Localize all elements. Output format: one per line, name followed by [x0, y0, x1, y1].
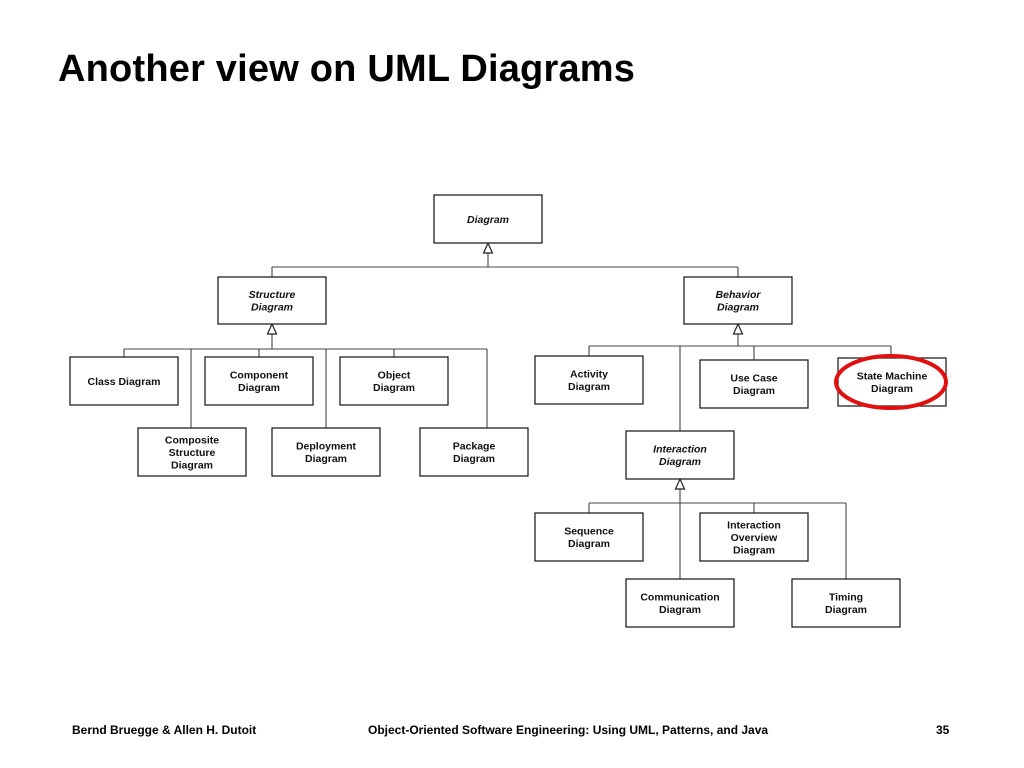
node-box-diagram	[433, 194, 543, 244]
node-box-communication	[625, 578, 735, 628]
node-label-structure: Structure	[249, 289, 296, 301]
node-label-class: Class Diagram	[88, 376, 161, 388]
generalization-arrow-diagram	[482, 241, 494, 254]
node-label-component: Component	[230, 370, 289, 382]
node-box-behavior	[683, 276, 793, 325]
node-box-activity	[534, 355, 644, 405]
uml-diagram-hierarchy: DiagramStructureDiagramBehaviorDiagramCl…	[69, 194, 948, 628]
node-label-activity: Diagram	[568, 381, 610, 393]
slide-title: Another view on UML Diagrams	[58, 48, 636, 90]
node-box-component	[204, 356, 314, 406]
generalization-arrow-structure	[266, 322, 278, 335]
node-label-overview: Interaction	[727, 519, 781, 531]
footer-authors: Bernd Bruegge & Allen H. Dutoit	[72, 723, 257, 737]
node-box-overview	[699, 512, 809, 562]
node-label-object: Object	[378, 370, 411, 382]
node-label-overview: Diagram	[733, 544, 775, 556]
node-label-sequence: Diagram	[568, 538, 610, 550]
node-box-deployment	[271, 427, 381, 477]
node-box-class	[69, 356, 179, 406]
node-label-overview: Overview	[731, 532, 779, 544]
node-label-statemachine: State Machine	[857, 371, 928, 383]
node-label-communication: Diagram	[659, 604, 701, 616]
node-class: Class Diagram	[69, 356, 179, 406]
nodes: DiagramStructureDiagramBehaviorDiagramCl…	[69, 194, 947, 628]
node-label-timing: Diagram	[825, 604, 867, 616]
node-label-behavior: Behavior	[716, 289, 762, 301]
node-label-interaction: Interaction	[653, 444, 707, 456]
node-box-structure	[217, 276, 327, 325]
node-box-usecase	[699, 359, 809, 409]
node-box-sequence	[534, 512, 644, 562]
generalization-arrow-interaction	[674, 477, 686, 490]
node-box-object	[339, 356, 449, 406]
node-label-timing: Timing	[829, 592, 863, 604]
state-machine-highlight-circle	[834, 354, 948, 410]
node-diagram: Diagram	[433, 194, 543, 244]
node-label-composite: Structure	[169, 447, 216, 459]
node-label-diagram: Diagram	[467, 214, 509, 226]
node-label-behavior: Diagram	[717, 302, 759, 314]
node-label-package: Package	[453, 441, 496, 453]
node-box-composite	[137, 427, 247, 477]
node-label-usecase: Use Case	[730, 373, 777, 385]
node-label-deployment: Diagram	[305, 453, 347, 465]
node-label-composite: Composite	[165, 434, 219, 446]
footer-book-title: Object-Oriented Software Engineering: Us…	[368, 723, 769, 737]
node-box-statemachine	[837, 357, 947, 407]
page-number: 35	[936, 723, 950, 737]
node-box-package	[419, 427, 529, 477]
node-label-sequence: Sequence	[564, 526, 614, 538]
node-label-interaction: Diagram	[659, 456, 701, 468]
node-label-composite: Diagram	[171, 459, 213, 471]
node-box-timing	[791, 578, 901, 628]
connectors	[123, 241, 892, 579]
node-label-communication: Communication	[640, 592, 719, 604]
node-label-object: Diagram	[373, 382, 415, 394]
node-label-package: Diagram	[453, 453, 495, 465]
node-box-interaction	[625, 430, 735, 480]
node-label-component: Diagram	[238, 382, 280, 394]
node-label-deployment: Deployment	[296, 441, 357, 453]
node-label-usecase: Diagram	[733, 385, 775, 397]
node-label-statemachine: Diagram	[871, 383, 913, 395]
node-label-structure: Diagram	[251, 302, 293, 314]
generalization-arrow-behavior	[732, 322, 744, 335]
node-label-activity: Activity	[570, 369, 608, 381]
